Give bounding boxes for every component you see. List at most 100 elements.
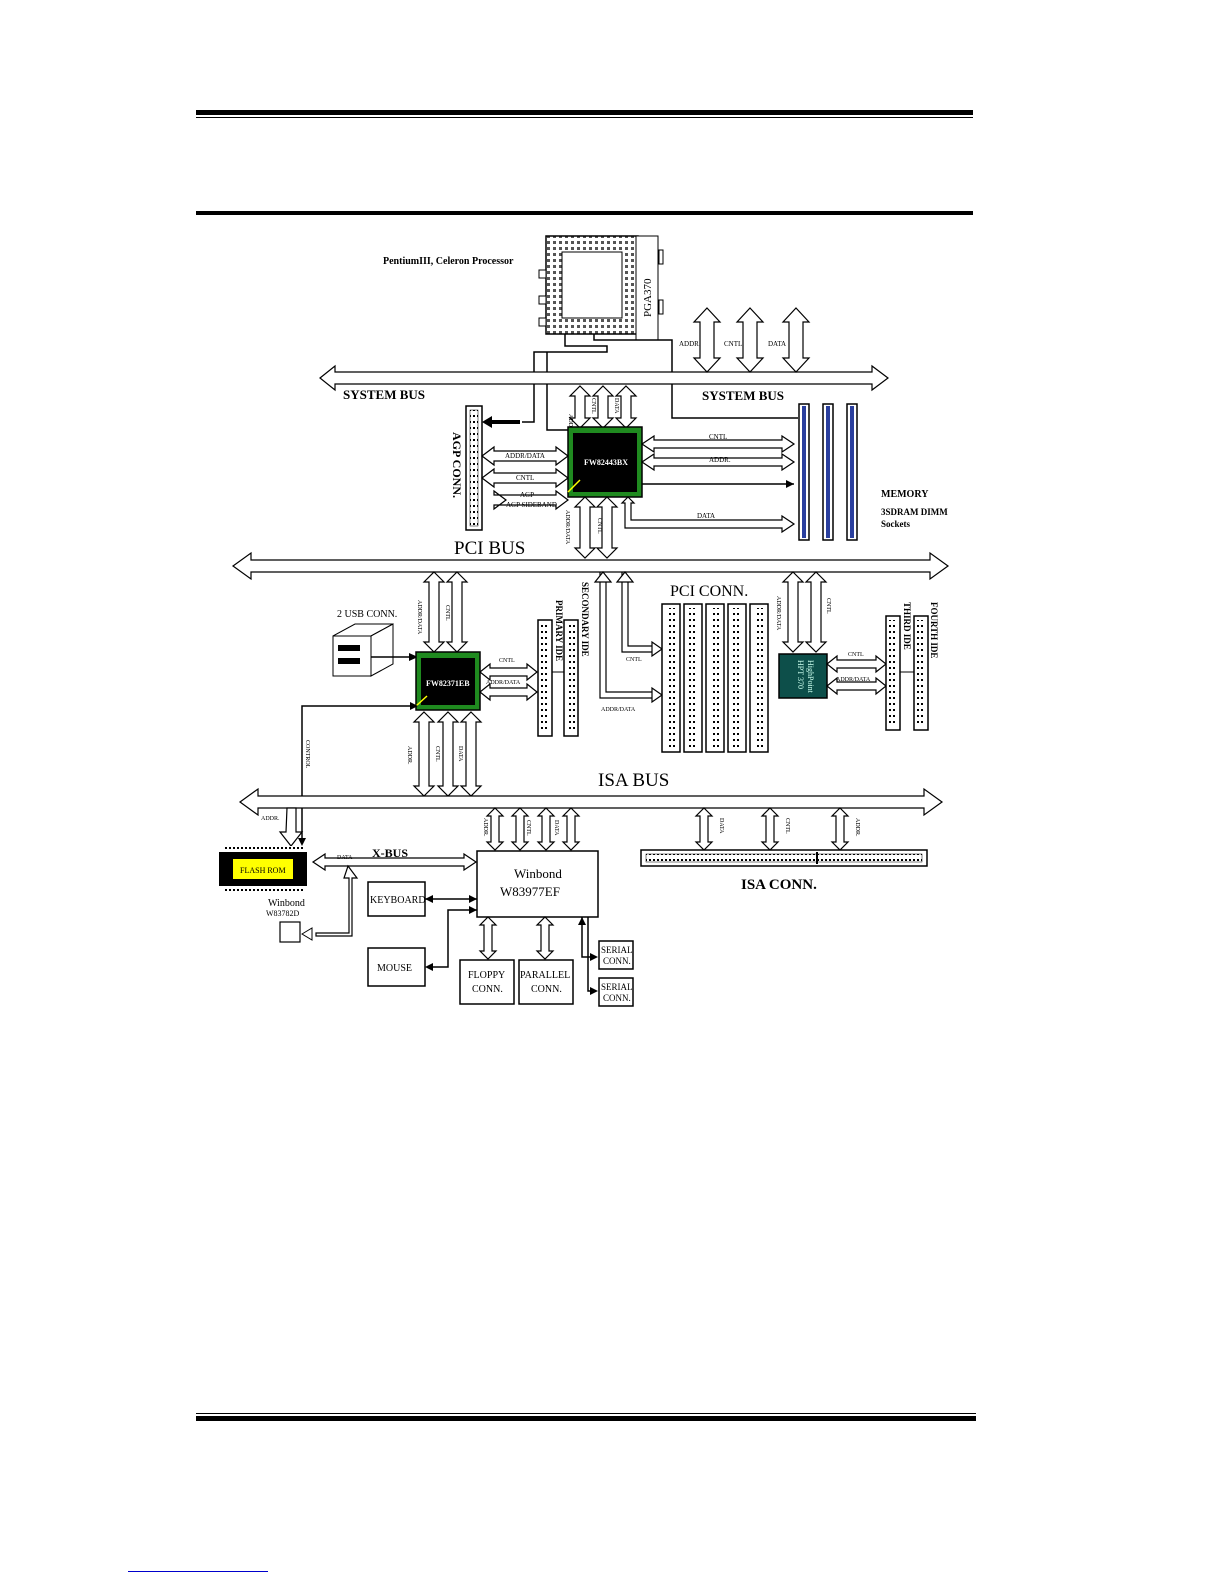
keyboard-label: KEYBOARD [370, 895, 426, 906]
x-bus-data-label: DATA [337, 855, 353, 861]
mouse-label: MOUSE [377, 963, 412, 974]
south-bridge-chip [415, 651, 481, 711]
agp-sideband-label: AGP [520, 491, 534, 499]
flash-rom-chip [219, 846, 307, 892]
hpt-ide-addrdata-label: ADDR/DATA [836, 677, 871, 683]
hw-monitor-label-2: W83782D [266, 909, 300, 918]
x-bus-label: X-BUS [372, 846, 408, 860]
pci-conn-arrowheads [593, 571, 664, 704]
agp-nb-arrows [481, 445, 569, 511]
fourth-ide-connector [913, 615, 929, 731]
north-bridge-label: FW82443BX [584, 458, 628, 467]
sysbus-data-label: DATA [768, 340, 786, 348]
nb-addr-label: ADDR. [567, 414, 573, 433]
memory-label: MEMORY [881, 489, 929, 500]
sb-pci-cntl-label: CNTL [444, 605, 450, 621]
south-bridge-label: FW82371EB [426, 679, 470, 688]
agp-conn-label: AGP CONN. [450, 432, 464, 498]
memory-desc-2: Sockets [881, 519, 910, 529]
sysbus-addr-label: ADDR. [679, 340, 701, 348]
hw-monitor-wire [315, 864, 359, 937]
isa-conn-data-label: DATA [718, 818, 724, 834]
north-bridge-chip [567, 426, 643, 498]
sio-fdd-lpt-arrows [478, 916, 555, 960]
primary-ide-label: PRIMARY IDE [554, 600, 564, 661]
isa-flash-addr-label: ADDR. [261, 816, 280, 822]
nb-up-arrows [568, 385, 638, 429]
kbd-mouse-heads [425, 895, 477, 971]
isa-connector [640, 849, 928, 867]
pci-bus [231, 551, 950, 581]
socket-label: PGA370 [642, 278, 654, 317]
usb-conn-label: 2 USB CONN. [337, 609, 397, 620]
nb-cntl-label: CNTL [590, 398, 596, 414]
pci-conn-label: PCI CONN. [670, 583, 748, 600]
isa-bus [238, 787, 944, 817]
hpt370-chip [778, 653, 828, 699]
super-io-label-1: Winbond [514, 866, 562, 881]
sio-addr-label: ADDR. [482, 818, 488, 837]
serial-1-label-2: CONN. [603, 956, 631, 966]
usb-wire-head [409, 653, 418, 661]
hpt-pci-arrows [781, 571, 828, 653]
sb-isa-cntl-label: CNTL [434, 746, 440, 762]
sio-isa-arrows [485, 807, 581, 851]
hw-monitor-label-1: Winbond [268, 898, 305, 909]
nb-pci-addrdata-label: ADDR/DATA [564, 510, 570, 545]
hpt-chip-label-1: HighPoint [806, 660, 815, 694]
sb-ide-arrows [479, 662, 538, 702]
system-bus [319, 364, 889, 392]
sysbus-up-arrows [692, 307, 811, 373]
serial-box-1 [598, 940, 634, 970]
agp-sideband-label-2: AGP SIDEBAND [506, 501, 557, 509]
serial-box-2 [598, 977, 634, 1007]
serial-wires [581, 917, 596, 992]
sb-isa-addr-label: ADDR. [406, 746, 412, 765]
isa-conn-arrows [694, 807, 850, 851]
pci-conn-addrdata-label: ADDR/DATA [601, 707, 636, 713]
super-io-chip [476, 850, 599, 918]
sb-pci-addrdata-label: ADDR/DATA [416, 600, 422, 635]
pci-conn-wires [599, 572, 655, 699]
isa-flash-arrow [278, 807, 304, 847]
memory-desc-1: 3SDRAM DIMM [881, 507, 948, 517]
floppy-box [459, 959, 515, 1005]
processor-label: PentiumIII, Celeron Processor [383, 256, 514, 267]
isa-conn-cntl-label: CNTL [784, 818, 790, 834]
parallel-box [518, 959, 574, 1005]
serial-heads [578, 917, 598, 995]
nb-data-label: DATA [613, 398, 619, 414]
nb-mem-line-head [786, 480, 794, 488]
hpt-ide-arrows [826, 654, 887, 696]
hpt-ide-cntl-label: CNTL [848, 652, 864, 658]
parallel-label-2: CONN. [531, 984, 562, 995]
super-io-label-2: W83977EF [500, 884, 560, 899]
control-line-head [410, 702, 418, 710]
pci-conn-cntl-label: CNTL [626, 657, 642, 663]
floppy-label-1: FLOPPY [468, 970, 505, 981]
parallel-label-1: PARALLEL [520, 970, 570, 981]
bottom-rule-thick [196, 1416, 976, 1421]
mem-data-label: DATA [697, 512, 715, 520]
mem-cntl-label: CNTL [709, 433, 727, 441]
hpt-pci-cntl-label: CNTL [825, 598, 831, 614]
agp-arrow [482, 416, 520, 428]
serial-2-label-2: CONN. [603, 993, 631, 1003]
nb-pci-arrows [573, 496, 619, 559]
agp-cntl-label: CNTL [516, 474, 534, 482]
flash-rom-label: FLASH ROM [240, 866, 286, 875]
secondary-ide-label: SECONDARY IDE [580, 582, 590, 657]
sb-ide-cntl-label: CNTL [499, 658, 515, 664]
agp-addrdata-label: ADDR/DATA [505, 452, 545, 460]
keyboard-box [367, 881, 426, 917]
agp-connector [465, 405, 483, 531]
control-line [301, 705, 414, 842]
isa-conn-addr-label: ADDR. [854, 818, 860, 837]
system-bus-label-left: SYSTEM BUS [343, 387, 425, 402]
secondary-ide-connector [563, 619, 579, 737]
serial-1-label-1: SERIAL [601, 945, 633, 955]
fourth-ide-label: FOURTH IDE [929, 602, 939, 658]
third-ide-connector [885, 615, 901, 731]
cpu-socket: PGA370 [538, 235, 664, 341]
